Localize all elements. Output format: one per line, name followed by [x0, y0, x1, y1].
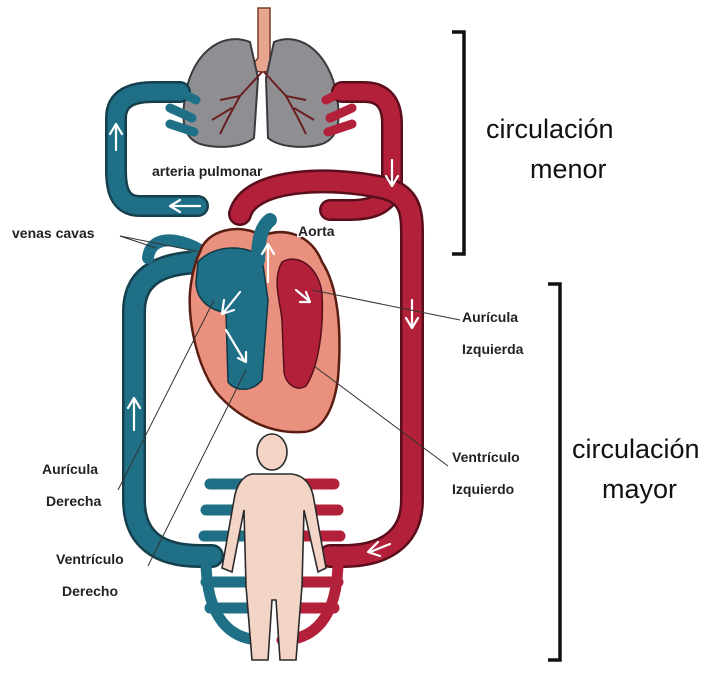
label-aorta: Aorta [298, 223, 335, 239]
bracket-circulacion-mayor [548, 282, 562, 662]
leader-ventriculo-izquierdo [313, 365, 449, 467]
heart [188, 213, 341, 434]
human-body-icon [221, 433, 327, 661]
leader-auricula-izquierda [311, 289, 461, 321]
bracket-circulacion-menor [452, 30, 466, 256]
label-auricula-derecha-line1: Aurícula [42, 461, 98, 477]
label-auricula-izquierda-line1: Aurícula [462, 309, 518, 325]
label-ventriculo-derecho-line2: Derecho [62, 583, 118, 599]
label-auricula-derecha-line2: Derecha [46, 493, 101, 509]
leader-venas-cavas [119, 235, 201, 253]
label-ventriculo-derecho-line1: Ventrículo [56, 551, 124, 567]
label-ventriculo-izquierdo-line2: Izquierdo [452, 481, 514, 497]
flow-arrows [108, 122, 420, 558]
lung-capillaries-right [321, 87, 357, 137]
label-circulacion-menor-line2: menor [530, 154, 607, 184]
label-circulacion-mayor-line1: circulación [572, 434, 700, 464]
leader-lines [117, 235, 461, 567]
label-auricula-izquierda-line2: Izquierda [462, 341, 524, 357]
leader-auricula-derecha [117, 299, 215, 491]
label-ventriculo-izquierdo-line1: Ventrículo [452, 449, 520, 465]
label-venas-cavas: venas cavas [12, 225, 95, 241]
left-heart-chambers [276, 258, 324, 389]
pulmonary-trunk [251, 213, 277, 267]
bronchi [211, 71, 315, 135]
leader-ventriculo-derecho [147, 369, 247, 567]
label-circulacion-mayor-line2: mayor [602, 474, 677, 504]
lung-capillaries-left [165, 87, 201, 137]
right-heart-chambers [195, 247, 269, 390]
label-circulacion-menor-line1: circulación [486, 114, 614, 144]
lungs [182, 7, 340, 148]
label-arteria-pulmonar: arteria pulmonar [152, 163, 263, 179]
